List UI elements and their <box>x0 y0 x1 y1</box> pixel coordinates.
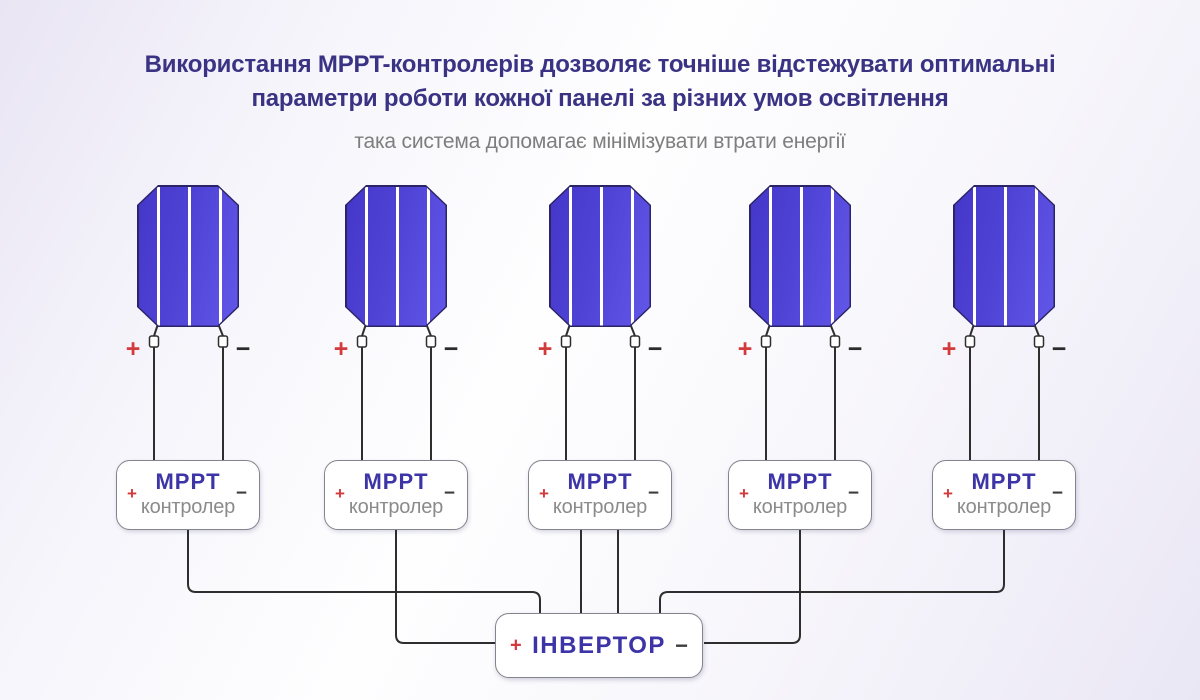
pv-module: + − + MPPT контролер − <box>528 185 672 530</box>
inverter-minus-label: − <box>675 632 688 658</box>
mppt-minus-label: − <box>1051 483 1063 504</box>
panel-plus-terminal-label: + <box>537 335 553 363</box>
pv-module: + − + MPPT контролер − <box>932 185 1076 530</box>
panel-cell-divider <box>630 186 634 326</box>
page-header: Використання MPPT-контролерів дозволяє т… <box>0 48 1200 156</box>
panel-cell-divider <box>218 186 222 326</box>
mppt-text: MPPT контролер <box>529 469 671 519</box>
mppt-type-label: контролер <box>348 496 444 518</box>
connector-square <box>1033 335 1045 348</box>
panel-minus-terminal-label: − <box>235 335 251 363</box>
pv-module: + − + MPPT контролер − <box>116 185 260 530</box>
connector-square <box>629 335 641 348</box>
mppt-type-label: контролер <box>552 496 648 518</box>
page-title-line-2: параметри роботи кожної панелі за різних… <box>251 85 949 112</box>
pv-module: + − + MPPT контролер − <box>324 185 468 530</box>
panel-wire <box>765 320 836 460</box>
mppt-controller-box: + MPPT контролер − <box>324 460 468 530</box>
mppt-label: MPPT <box>363 469 429 494</box>
panel-cell-divider <box>799 186 803 326</box>
solar-panel <box>549 185 651 327</box>
panel-cell-divider <box>1003 186 1007 326</box>
solar-panel <box>953 185 1055 327</box>
panel-plus-terminal-label: + <box>941 335 957 363</box>
panel-wire <box>969 320 1040 460</box>
mppt-label: MPPT <box>567 469 633 494</box>
mppt-controller-box: + MPPT контролер − <box>932 460 1076 530</box>
panel-cell-divider <box>972 186 976 326</box>
solar-panel-surface <box>550 186 650 326</box>
connector-square <box>964 335 976 348</box>
inverter-label: ІНВЕРТОР <box>532 631 666 659</box>
mppt-controller-box: + MPPT контролер − <box>116 460 260 530</box>
wire-mppt2-to-inverter <box>395 530 496 644</box>
mppt-plus-label: + <box>539 484 549 503</box>
mppt-text: MPPT контролер <box>117 469 259 519</box>
mppt-type-label: контролер <box>956 496 1052 518</box>
connector-square <box>148 335 160 348</box>
mppt-controller-box: + MPPT контролер − <box>528 460 672 530</box>
solar-panel-surface <box>138 186 238 326</box>
mppt-plus-label: + <box>335 484 345 503</box>
wire-mppt1-to-inverter <box>187 530 541 614</box>
connector-square <box>560 335 572 348</box>
panel-cell-divider <box>1034 186 1038 326</box>
mppt-minus-label: − <box>647 483 659 504</box>
mppt-plus-label: + <box>739 484 749 503</box>
panel-plus-terminal-label: + <box>125 335 141 363</box>
connector-square <box>760 335 772 348</box>
mppt-text: MPPT контролер <box>325 469 467 519</box>
connector-square <box>217 335 229 348</box>
inverter-plus-label: + <box>510 634 522 656</box>
panel-wires-group <box>148 320 1045 460</box>
panel-wire <box>565 320 636 460</box>
mppt-plus-label: + <box>127 484 137 503</box>
wire-mppt5-to-inverter <box>659 530 1005 614</box>
panel-wire <box>153 320 224 460</box>
panel-cell-divider <box>187 186 191 326</box>
solar-panel-surface <box>346 186 446 326</box>
mppt-label: MPPT <box>155 469 221 494</box>
solar-panel <box>749 185 851 327</box>
panel-minus-terminal-label: − <box>443 335 459 363</box>
mppt-minus-label: − <box>443 483 455 504</box>
page-subtitle: така система допомагає мінімізувати втра… <box>354 130 846 153</box>
panel-plus-terminal-label: + <box>737 335 753 363</box>
panel-minus-terminal-label: − <box>1051 335 1067 363</box>
connector-square <box>425 335 437 348</box>
solar-panel <box>137 185 239 327</box>
mppt-text: MPPT контролер <box>933 469 1075 519</box>
mppt-controller-box: + MPPT контролер − <box>728 460 872 530</box>
mppt-type-label: контролер <box>752 496 848 518</box>
mppt-type-label: контролер <box>140 496 236 518</box>
connector-square <box>829 335 841 348</box>
panel-plus-terminal-label: + <box>333 335 349 363</box>
mppt-label: MPPT <box>767 469 833 494</box>
panel-minus-terminal-label: − <box>647 335 663 363</box>
mppt-text: MPPT контролер <box>729 469 871 519</box>
mppt-label: MPPT <box>971 469 1037 494</box>
wire-mppt4-to-inverter <box>704 530 801 644</box>
panel-wire <box>361 320 432 460</box>
solar-panel <box>345 185 447 327</box>
solar-panel-surface <box>954 186 1054 326</box>
mppt-plus-label: + <box>943 484 953 503</box>
panel-cell-divider <box>156 186 160 326</box>
mppt-minus-label: − <box>847 483 859 504</box>
panel-cell-divider <box>599 186 603 326</box>
pv-module: + − + MPPT контролер − <box>728 185 872 530</box>
panel-cell-divider <box>768 186 772 326</box>
connector-square <box>356 335 368 348</box>
panel-cell-divider <box>364 186 368 326</box>
page-title-line-1: Використання MPPT-контролерів дозволяє т… <box>144 51 1056 78</box>
panel-minus-terminal-label: − <box>847 335 863 363</box>
solar-panel-surface <box>750 186 850 326</box>
panel-cell-divider <box>395 186 399 326</box>
panel-cell-divider <box>830 186 834 326</box>
inverter-box: + ІНВЕРТОР − <box>495 613 703 678</box>
panel-cell-divider <box>568 186 572 326</box>
mppt-minus-label: − <box>235 483 247 504</box>
panel-cell-divider <box>426 186 430 326</box>
